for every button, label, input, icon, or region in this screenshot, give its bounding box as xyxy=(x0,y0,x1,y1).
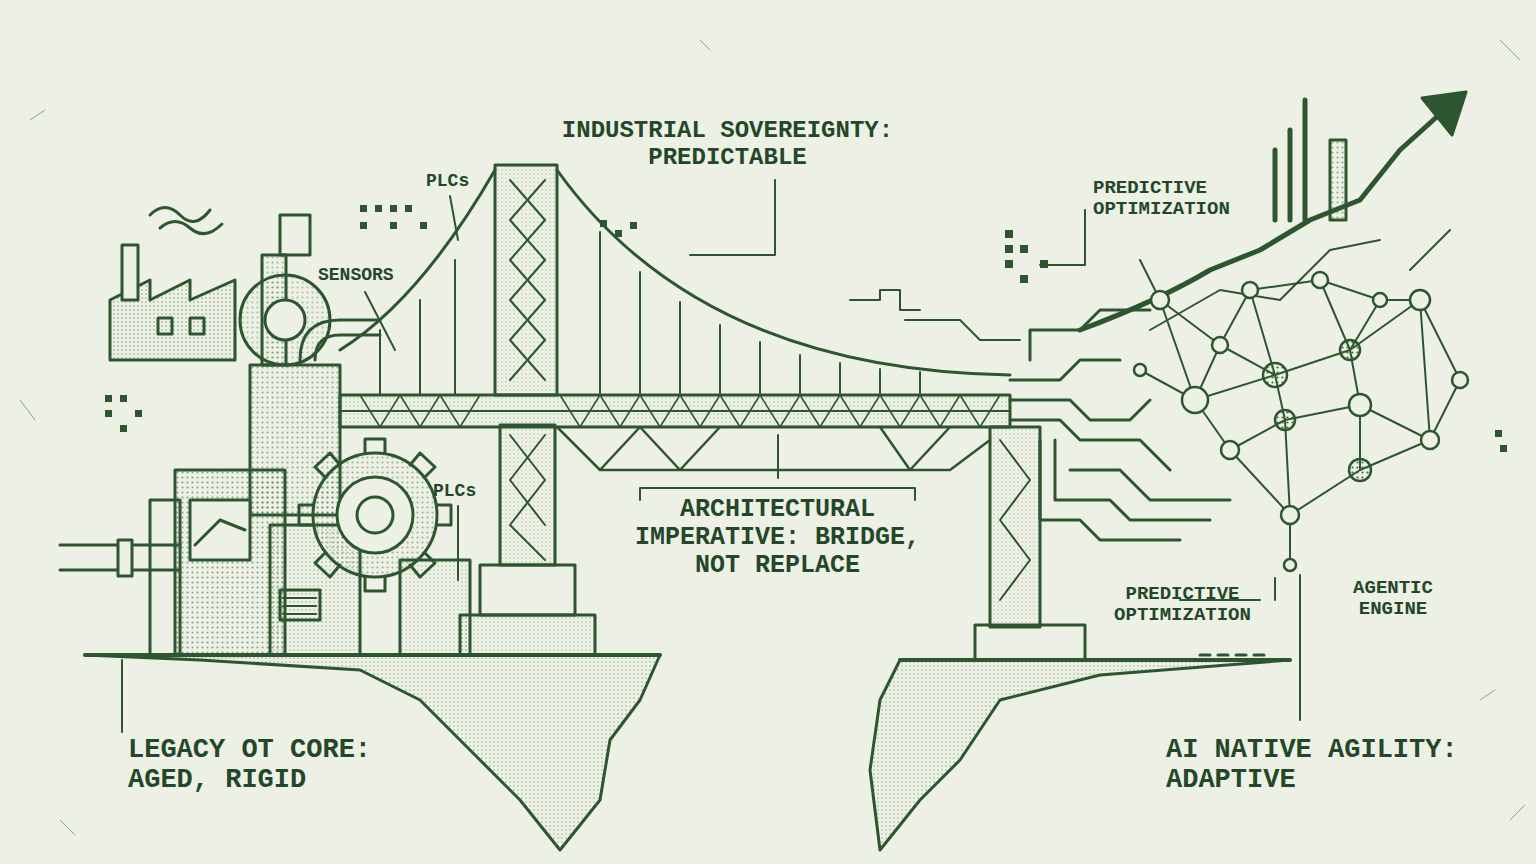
part-label: SENSORS xyxy=(318,265,418,285)
callout-label: PREDICTIVE OPTIMIZATION xyxy=(1093,178,1268,221)
callout-imperative: ARCHITECTURAL IMPERATIVE: BRIDGE, NOT RE… xyxy=(620,496,935,580)
region-label: LEGACY OT CORE: AGED, RIGID xyxy=(128,735,393,795)
callout-title: INDUSTRIAL SOVEREIGNTY: PREDICTABLE xyxy=(555,118,900,172)
region-label: AI NATIVE AGILITY: ADAPTIVE xyxy=(1166,735,1486,795)
part-label: PLCs xyxy=(433,481,503,501)
part-label: PLCs xyxy=(426,171,496,191)
callout-label: PREDICTIVE OPTIMIZATION xyxy=(1100,584,1265,627)
callout-label: AGENTIC ENGINE xyxy=(1328,578,1458,621)
